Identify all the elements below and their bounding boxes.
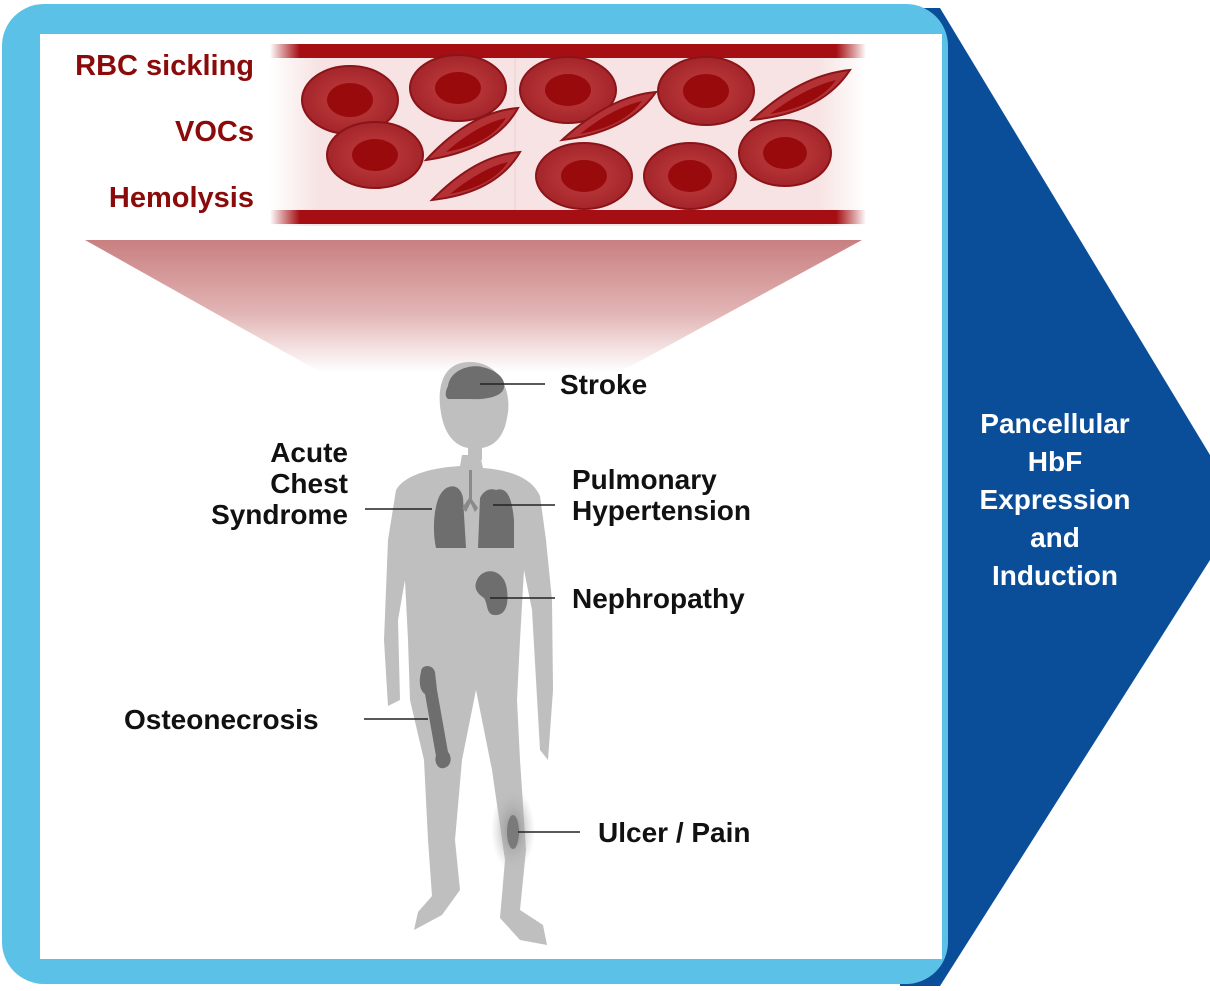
intervention-line-3: Expression <box>955 481 1155 519</box>
label-hemolysis: Hemolysis <box>4 182 254 215</box>
label-acs-line-3: Syndrome <box>150 499 348 530</box>
label-ulcer-pain: Ulcer / Pain <box>598 817 751 848</box>
rbc-normal-6 <box>536 143 632 209</box>
label-pulmonary-hypertension: Pulmonary Hypertension <box>572 464 751 526</box>
label-acs-line-2: Chest <box>150 468 348 499</box>
rbc-normal-7 <box>644 143 736 209</box>
rbc-normal-2 <box>410 55 506 121</box>
label-pulmonary-line-2: Hypertension <box>572 495 751 526</box>
label-osteonecrosis: Osteonecrosis <box>124 704 319 735</box>
label-acute-chest-syndrome: Acute Chest Syndrome <box>150 437 348 530</box>
label-nephropathy: Nephropathy <box>572 583 745 614</box>
label-acs-line-1: Acute <box>150 437 348 468</box>
rbc-normal-8 <box>739 120 831 186</box>
ulcer-icon <box>507 815 519 849</box>
rbc-normal-5 <box>327 122 423 188</box>
intervention-label: Pancellular HbF Expression and Induction <box>955 405 1155 595</box>
label-pulmonary-line-1: Pulmonary <box>572 464 751 495</box>
intervention-line-1: Pancellular <box>955 405 1155 443</box>
intervention-line-5: Induction <box>955 557 1155 595</box>
label-stroke: Stroke <box>560 369 647 400</box>
intervention-line-2: HbF <box>955 443 1155 481</box>
label-rbc-sickling: RBC sickling <box>4 50 254 83</box>
rbc-normal-4 <box>658 57 754 125</box>
intervention-line-4: and <box>955 519 1155 557</box>
label-vocs: VOCs <box>4 116 254 149</box>
